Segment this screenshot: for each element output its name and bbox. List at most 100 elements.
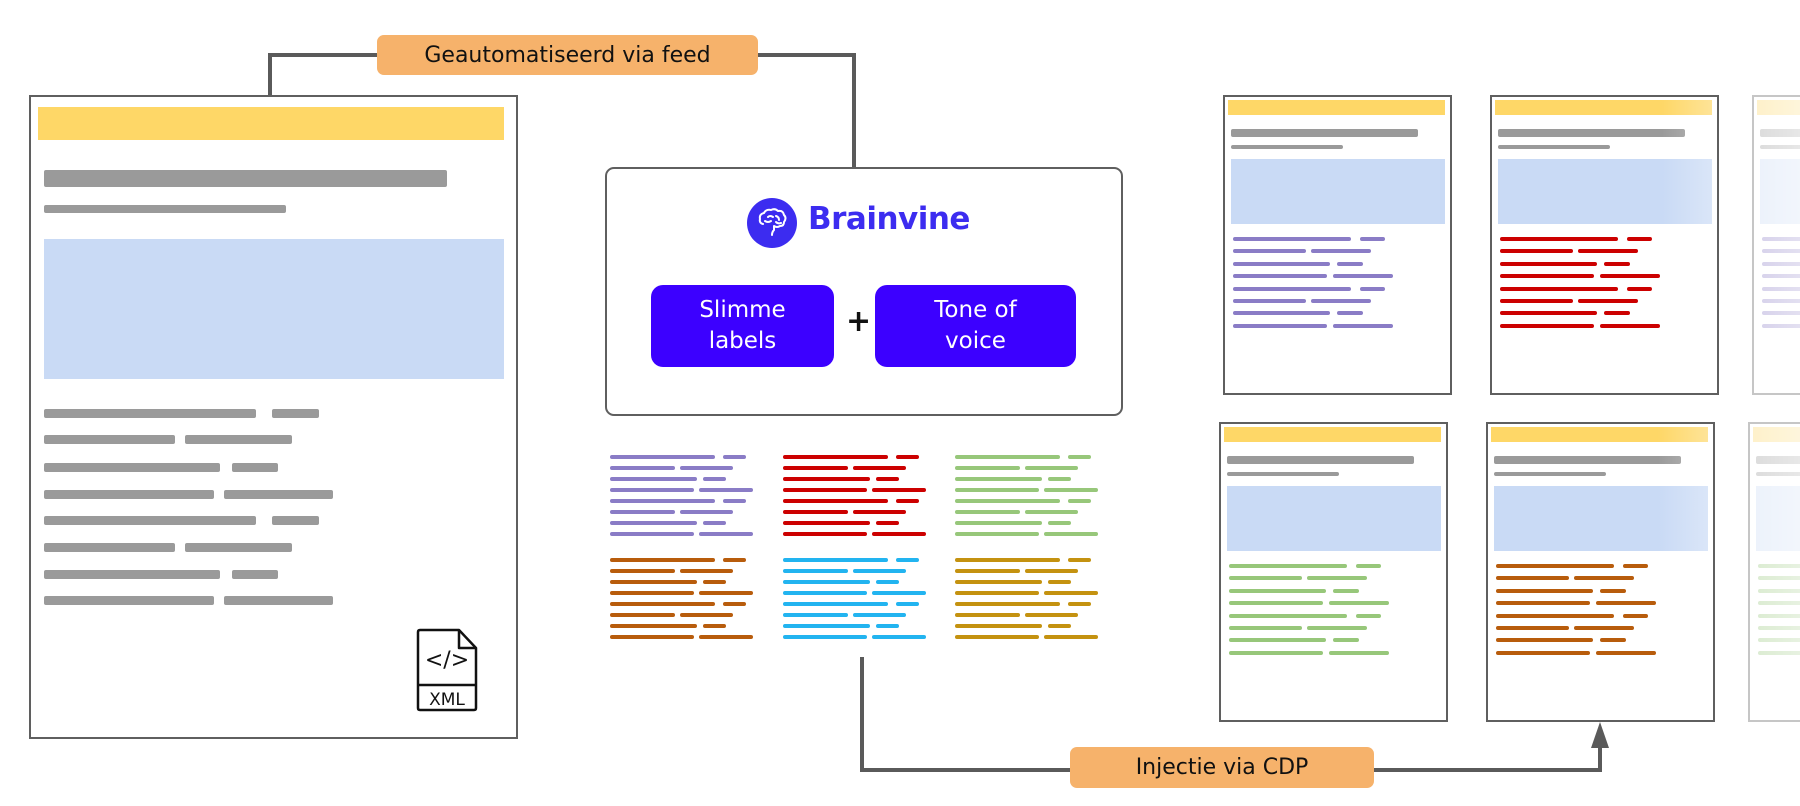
snippet-line: [1500, 286, 1618, 291]
snippet-line: [1758, 650, 1800, 655]
text-line: [231, 463, 279, 472]
snippet-line: [610, 558, 715, 562]
text-line: [223, 596, 333, 605]
snippet-line: [610, 466, 675, 470]
snippet-line: [783, 499, 888, 503]
snippet-line: [610, 635, 694, 639]
snippet-line: [955, 602, 1060, 606]
snippet-line: [1599, 323, 1661, 328]
snippet-line: [783, 455, 888, 459]
snippet-line: [1333, 588, 1359, 593]
snippet-line: [783, 488, 867, 492]
text-line: [44, 463, 220, 472]
snippet-line: [955, 499, 1060, 503]
snippet-line: [955, 521, 1042, 525]
text-line: [272, 516, 319, 525]
snippet-line: [1044, 488, 1098, 492]
code-glyph: </>: [425, 648, 469, 673]
text-line: [272, 409, 319, 418]
snippet-line: [1500, 274, 1595, 279]
snippet-line: [1762, 274, 1800, 279]
snippet-line: [1359, 237, 1386, 241]
output-document-green: [1748, 422, 1800, 722]
snippet-line: [896, 499, 919, 503]
snippet-line: [876, 521, 899, 525]
snippet-line: [1359, 286, 1386, 291]
snippet-line: [610, 455, 715, 459]
text-line: [44, 409, 257, 418]
snippet-line: [1048, 624, 1071, 628]
text-line: [44, 570, 220, 579]
snippet-line: [783, 569, 848, 573]
snippet-line: [1758, 588, 1800, 593]
snippet-line: [1496, 613, 1614, 618]
file-type-label: XML: [429, 690, 465, 710]
snippet-line: [853, 569, 906, 573]
snippet-line: [1758, 601, 1800, 606]
doc-subtitle: [44, 205, 286, 213]
snippet-line: [1229, 613, 1347, 618]
snippet-line: [1762, 299, 1800, 303]
snippet-line: [783, 602, 888, 606]
snippet-line: [1762, 237, 1800, 241]
snippet-line: [1496, 564, 1614, 568]
snippet-line: [872, 532, 926, 536]
snippet-line: [1496, 601, 1591, 606]
text-line: [223, 490, 333, 499]
snippet-line: [1328, 601, 1390, 606]
doc-subtitle: [1498, 145, 1610, 149]
snippet-line: [1025, 613, 1078, 617]
snippet-line: [853, 613, 906, 617]
snippet-line: [1355, 564, 1382, 568]
snippet-line: [955, 532, 1039, 536]
snippet-line: [610, 488, 694, 492]
snippet-line: [680, 466, 733, 470]
snippet-line: [610, 499, 715, 503]
snippet-line: [783, 532, 867, 536]
snippet-line: [1355, 613, 1382, 618]
doc-header: [1491, 427, 1708, 442]
snippet-line: [1048, 580, 1071, 584]
snippet-line: [1500, 311, 1598, 316]
snippet-line: [1233, 323, 1328, 328]
snippet-line: [723, 455, 746, 459]
brain-icon: [746, 197, 798, 249]
snippet-line: [955, 569, 1020, 573]
snippet-line: [1229, 601, 1324, 606]
snippet-line: [1068, 455, 1091, 459]
snippet-line: [1332, 323, 1394, 328]
doc-image: [1760, 159, 1800, 224]
snippet-line: [1622, 564, 1649, 568]
snippet-line: [610, 510, 675, 514]
snippet-line: [680, 613, 733, 617]
snippet-line: [1068, 499, 1091, 503]
snippet-line: [699, 488, 753, 492]
snippet-line: [1233, 286, 1351, 291]
snippet-line: [1578, 249, 1638, 254]
snippet-line: [1044, 591, 1098, 595]
snippet-line: [680, 510, 733, 514]
text-line: [44, 490, 214, 499]
snippet-line: [1626, 286, 1653, 291]
snippet-line: [1762, 286, 1800, 291]
doc-subtitle: [1231, 145, 1343, 149]
snippet-line: [1500, 249, 1573, 254]
snippet-line: [1048, 521, 1071, 525]
snippet-line: [1604, 311, 1630, 316]
snippet-line: [1758, 626, 1800, 630]
brainvine-engine-box: Brainvine Slimme labels + Tone of voice: [605, 167, 1123, 416]
doc-image: [1498, 159, 1712, 224]
snippet-line: [1500, 261, 1598, 266]
snippet-line: [610, 624, 697, 628]
snippet-line: [955, 477, 1042, 481]
doc-subtitle: [1494, 472, 1606, 476]
snippet-line: [783, 624, 870, 628]
brand-name: Brainvine: [808, 201, 970, 237]
snippet-line: [955, 488, 1039, 492]
snippet-line: [1311, 299, 1371, 303]
snippet-line: [1229, 576, 1302, 581]
snippet-line: [1025, 569, 1078, 573]
doc-title: [1231, 129, 1418, 137]
doc-header: [1224, 427, 1441, 442]
doc-header: [1495, 100, 1712, 115]
